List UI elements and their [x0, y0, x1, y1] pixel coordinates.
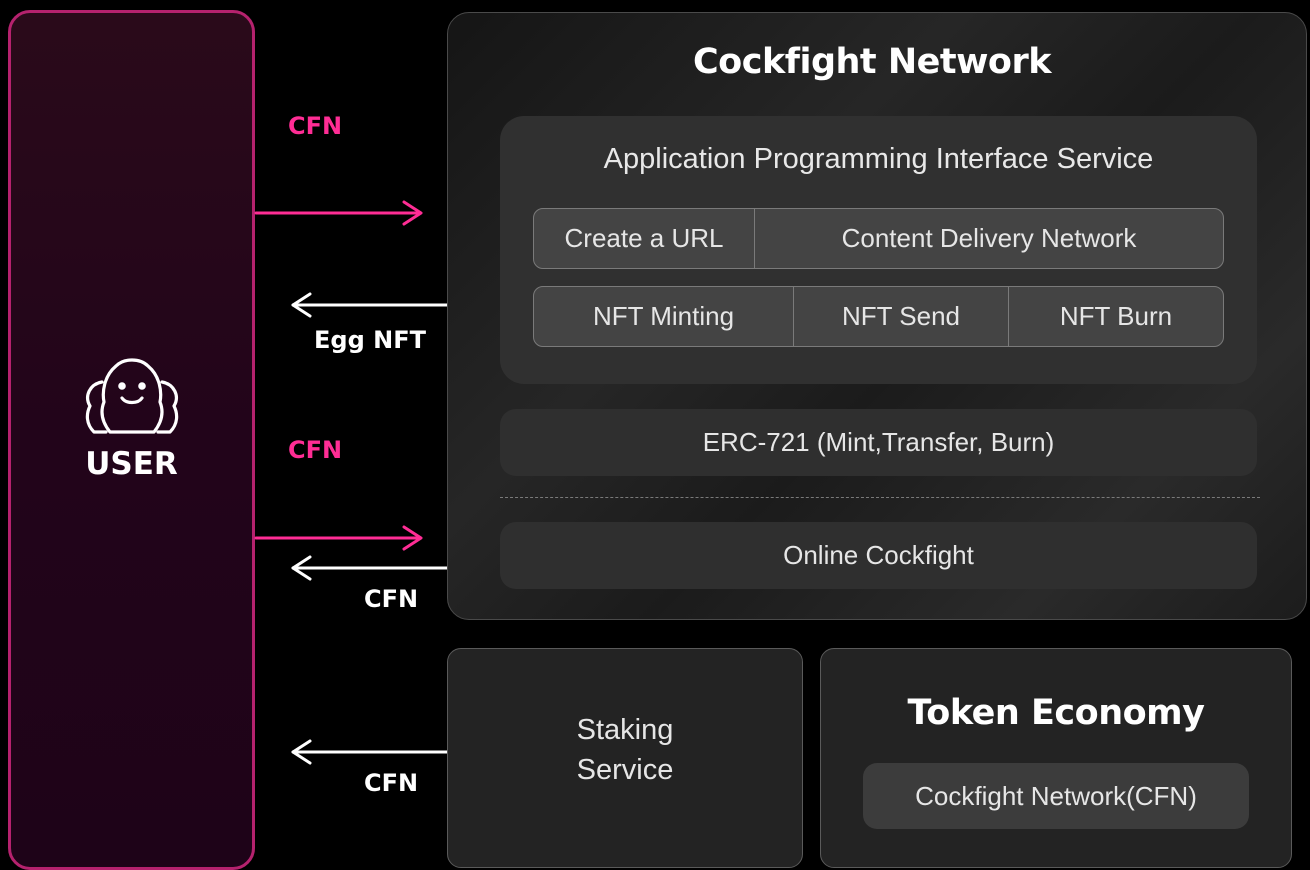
- staking-line-1: Staking: [576, 714, 674, 746]
- user-group-icon: [85, 358, 179, 434]
- api-row-2: NFT Minting NFT Send NFT Burn: [533, 286, 1224, 347]
- nft-minting-cell: NFT Minting: [534, 287, 794, 346]
- nft-send-cell: NFT Send: [794, 287, 1009, 346]
- arrow-label-cfn-out-2: CFN: [364, 769, 419, 797]
- arrow-label-cfn-in-1: CFN: [288, 112, 343, 140]
- cfn-token-chip: Cockfight Network(CFN): [863, 763, 1249, 829]
- nft-burn-cell: NFT Burn: [1059, 301, 1173, 331]
- user-label: USER: [85, 446, 178, 482]
- arrow-label-cfn-in-2: CFN: [288, 436, 343, 464]
- arrow-label-cfn-out-1: CFN: [364, 585, 419, 613]
- arrow-label-egg-nft: Egg NFT: [314, 326, 426, 354]
- erc721-bar: ERC-721 (Mint,Transfer, Burn): [500, 409, 1257, 476]
- staking-line-2: Service: [576, 754, 674, 786]
- create-url-cell: Create a URL: [534, 209, 755, 268]
- token-economy-title: Token Economy: [907, 693, 1205, 733]
- token-economy-panel: [820, 648, 1292, 868]
- staking-service-label: Staking Service: [447, 710, 803, 790]
- staking-service-panel: [447, 648, 803, 868]
- user-panel: [8, 10, 255, 870]
- cdn-cell: Content Delivery Network: [841, 223, 1137, 253]
- dashed-divider: [500, 497, 1260, 498]
- cockfight-network-title: Cockfight Network: [692, 42, 1052, 82]
- api-service-title: Application Programming Interface Servic…: [603, 143, 1154, 175]
- online-cockfight-bar: Online Cockfight: [500, 522, 1257, 589]
- api-row-1: Create a URL Content Delivery Network: [533, 208, 1224, 269]
